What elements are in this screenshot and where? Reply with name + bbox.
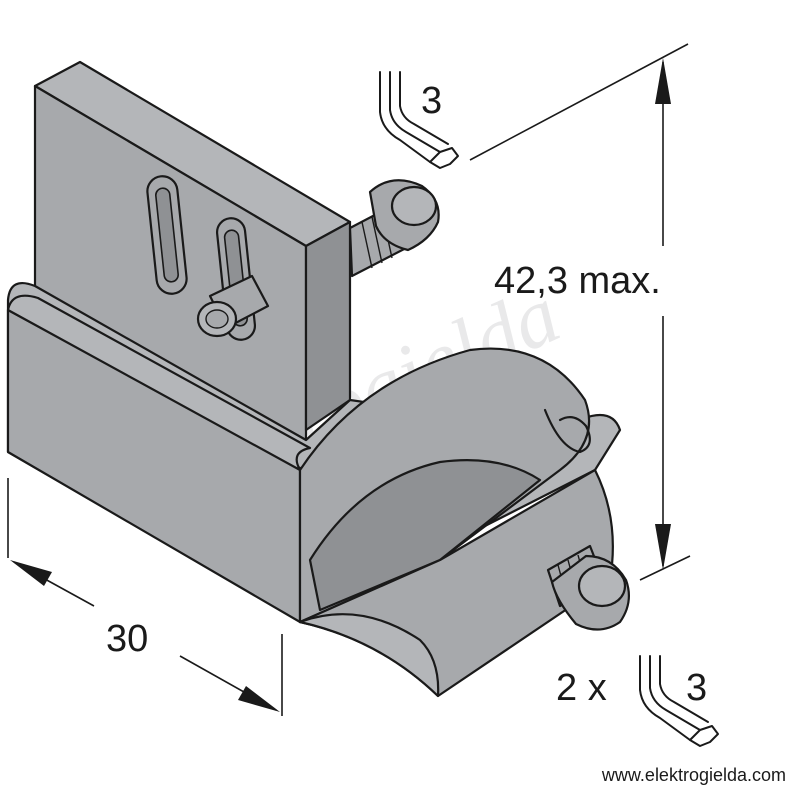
width-dimension-label: 30 [106, 618, 148, 660]
lower-screw-head-top [577, 564, 627, 608]
height-dimension-label: 42,3 max. [494, 260, 661, 302]
hex-key-top-size: 3 [421, 80, 442, 122]
upper-screw-head-top [390, 185, 438, 227]
height-arrow-top [655, 58, 671, 104]
hex-key-bottom-prefix: 2 x [556, 667, 607, 709]
clamp-jaw-hook [543, 408, 591, 454]
upper-screw [348, 179, 440, 278]
slot-hole-left-inner [155, 187, 179, 283]
height-arrow-bottom [655, 524, 671, 570]
clamp-jaw-channel [308, 459, 542, 612]
width-arrow-left [10, 560, 52, 586]
plate-side-face [304, 220, 352, 432]
height-dimension [469, 43, 691, 581]
base-foot-edge [298, 613, 440, 698]
width-arrow-right [238, 686, 280, 712]
hex-key-icon-bottom [639, 655, 719, 747]
height-extension-bottom [639, 555, 691, 581]
width-dimension [7, 478, 283, 716]
base-front-lip [6, 294, 312, 472]
hex-key-bottom-size: 3 [686, 667, 707, 709]
bracket-body [6, 60, 622, 698]
lower-screw [546, 544, 631, 631]
footer-url: www.elektrogielda.com [601, 765, 786, 785]
hex-key-icon-top [379, 71, 459, 169]
pin-end-inner [205, 309, 229, 329]
height-extension-top [469, 43, 689, 161]
